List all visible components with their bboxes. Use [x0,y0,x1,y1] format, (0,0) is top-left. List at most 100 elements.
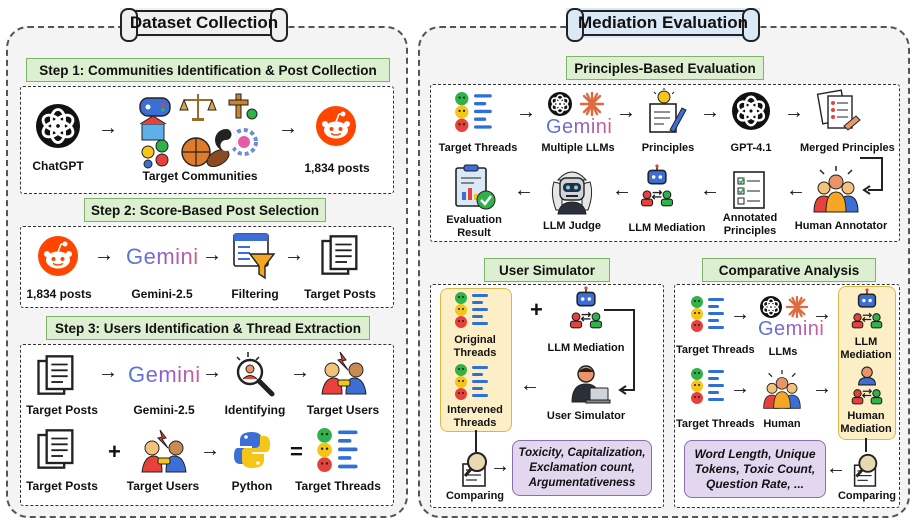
connector-line [475,430,477,452]
thread-icon [455,364,488,400]
chatgpt-icon [547,91,573,117]
comparative-metrics-line-1: Word Length, Unique [694,446,816,461]
left-arrow-icon: ← [826,457,846,479]
thread-icon [455,292,488,328]
comparative-analysis-title: Comparative Analysis [702,258,876,282]
simulator-metrics-box: Toxicity, Capitalization, Exclamation co… [512,440,652,496]
llm-mediation-label-2: Mediation [840,349,892,361]
arrow-icon: → [516,101,536,123]
documents-icon [37,355,74,395]
original-label-1: Original [454,334,496,346]
annotated-principles-icon [733,171,765,209]
connector-line [865,438,867,452]
annotated-label-2: Principles [723,225,777,237]
merged-principles-icon [816,89,861,131]
python-icon [234,432,270,468]
connector-line [604,309,635,395]
arrow-icon: → [98,117,118,139]
llm-mediation-icon [569,285,603,329]
arrow-icon: → [700,101,720,123]
plus-icon: + [108,439,121,464]
arrow-icon: → [812,377,832,399]
simulator-metrics-line-3: Argumentativeness [528,476,636,489]
documents-icon [37,429,74,469]
documents-icon [321,235,358,275]
users-conflict-icon [141,429,187,473]
arrow-icon: → [94,244,114,266]
merged-principles-label: Merged Principles [800,142,895,154]
multiple-llms-label: Multiple LLMs [541,142,615,154]
arrow-icon: → [616,101,636,123]
left-arrow-icon: ← [786,179,806,201]
plus-icon: + [530,297,543,322]
llms-label: LLMs [768,346,798,358]
comparative-metrics-line-2: Tokens, Toxic Count, [694,461,816,476]
llm-mediation-icon [640,163,674,207]
filtering-label: Filtering [231,287,279,301]
chatgpt-icon [34,102,82,150]
user-simulator-title: User Simulator [484,258,610,282]
connector-line [860,157,883,195]
user-simulator-label: User Simulator [546,410,626,422]
user-simulator-icon [571,365,611,404]
comparing-label: Comparing [837,490,897,502]
human-mediation-label-1: Human [847,410,885,422]
left-arrow-icon: ← [700,179,720,201]
chatgpt-icon [759,295,783,319]
target-posts-label: Target Posts [26,479,98,493]
evaluation-label-2: Result [457,227,491,239]
gemini-label: Gemini-2.5 [133,403,195,417]
reddit-icon [37,235,79,277]
gpt41-icon [730,90,772,132]
human-icon [763,370,801,409]
identify-user-icon [236,352,275,397]
principles-icon [649,88,687,133]
communities-icon [139,93,258,169]
simulator-metrics-line-2: Exclamation count, [529,461,635,474]
target-threads-label: Target Threads [676,418,755,430]
target-posts-label: Target Posts [26,403,98,417]
simulator-metrics-line-1: Toxicity, Capitalization, [518,446,646,459]
arrow-icon: → [784,101,804,123]
thread-icon [317,428,358,472]
left-arrow-icon: ← [514,179,534,201]
gpt41-label: GPT-4.1 [730,142,772,154]
llm-mediation-label: LLM Mediation [628,222,706,234]
thread-icon [691,296,724,332]
arrow-icon: → [202,361,222,383]
left-arrow-icon: ← [520,374,540,396]
arrow-icon: → [730,377,750,399]
arrow-icon: → [202,244,222,266]
python-label: Python [231,479,273,493]
original-label-2: Threads [453,347,497,359]
human-annotator-label: Human Annotator [794,220,888,232]
arrow-icon: → [98,361,118,383]
llm-judge-icon [551,171,593,215]
human-mediation-label-2: Mediation [840,423,892,435]
gemini-logo: Gemini [126,244,199,269]
intervened-label-1: Intervened [447,404,503,416]
communities-label: Target Communities [142,169,258,183]
target-users-label: Target Users [126,479,200,493]
annotated-label-1: Annotated [722,212,778,224]
llm-judge-label: LLM Judge [542,220,602,232]
filter-icon [233,233,276,280]
target-threads-label: Target Threads [295,479,381,493]
posts-label: 1,834 posts [304,161,370,175]
mediation-evaluation-title: Mediation Evaluation [566,8,760,42]
principles-label: Principles [641,142,695,154]
left-arrow-icon: ← [612,179,632,201]
arrow-icon: → [278,117,298,139]
intervened-label-2: Threads [453,417,497,429]
arrow-icon: → [812,303,832,325]
posts-label: 1,834 posts [26,287,92,301]
chatgpt-label: ChatGPT [32,159,84,173]
comparative-metrics-box: Word Length, Unique Tokens, Toxic Count,… [684,440,826,498]
evaluation-label-1: Evaluation [446,214,502,226]
equals-icon: = [290,439,303,464]
arrow-icon: → [200,439,220,461]
gemini-logo: Gemini [128,362,201,387]
human-annotator-icon [813,166,859,213]
users-conflict-icon [321,351,367,395]
evaluation-result-icon [455,164,496,210]
